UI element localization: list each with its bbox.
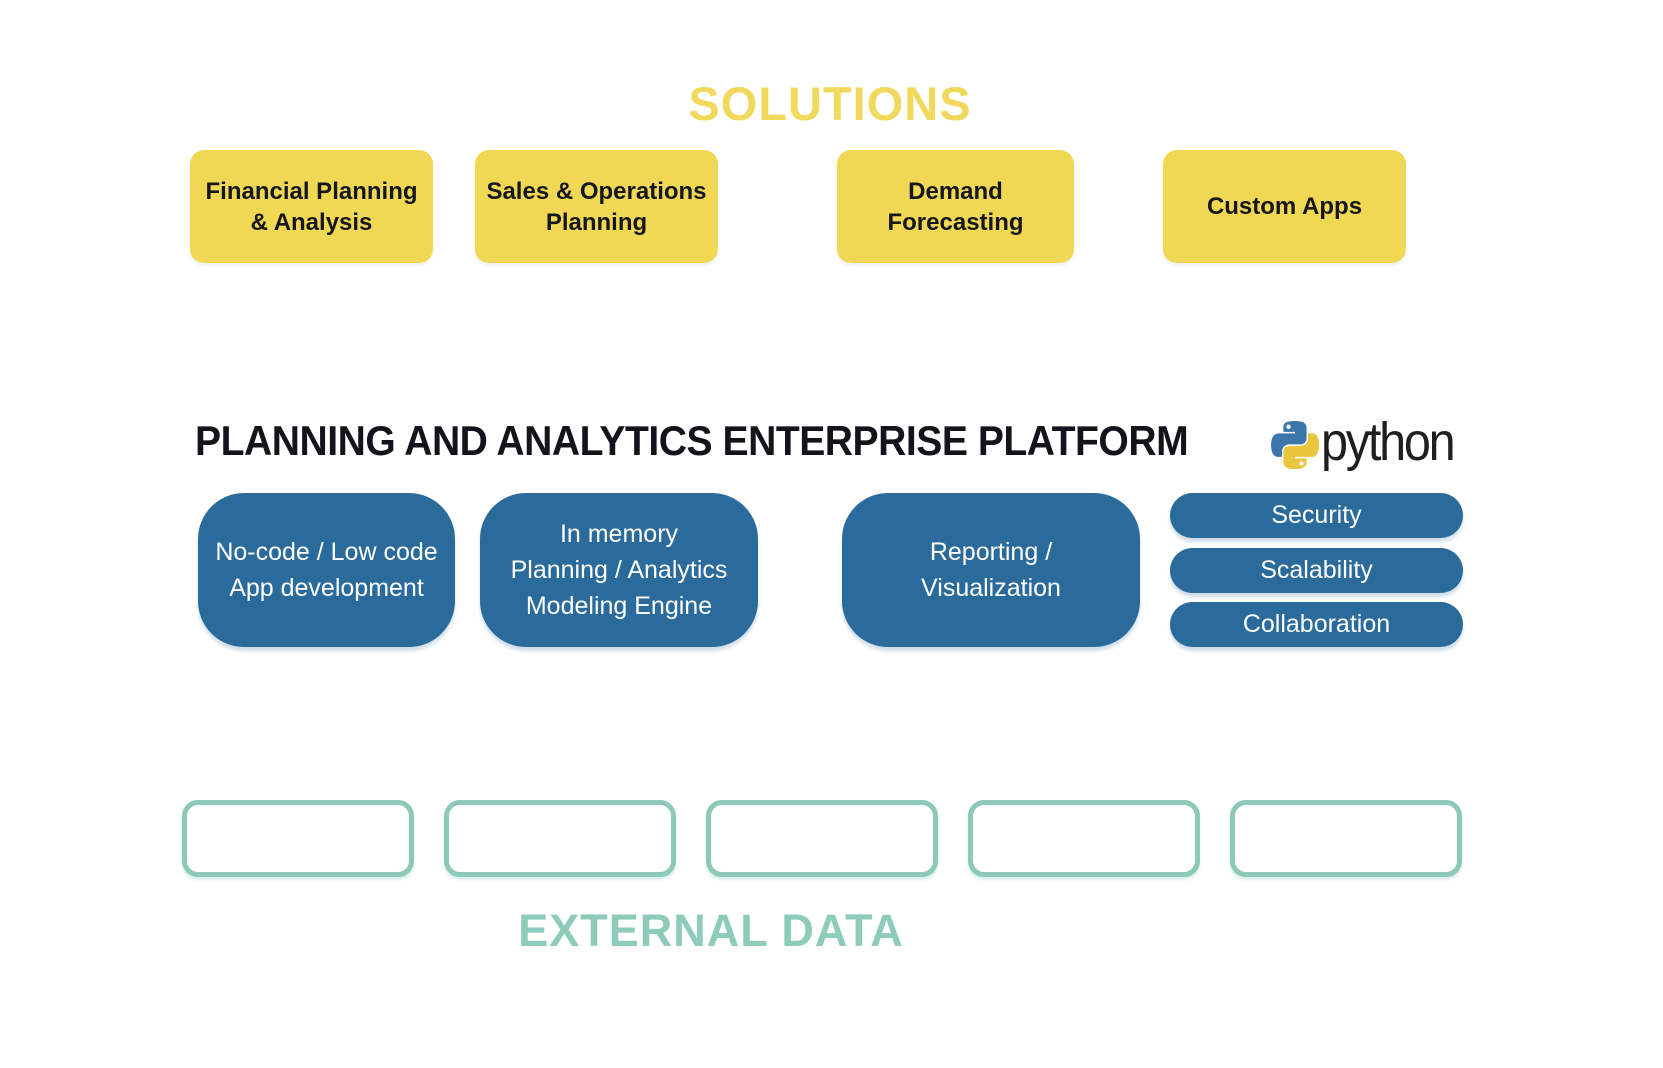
external-data-placeholder-box [968, 800, 1200, 877]
python-icon [1271, 421, 1319, 469]
platform-heading: PLANNING AND ANALYTICS ENTERPRISE PLATFO… [195, 415, 1295, 467]
external-data-placeholder-box [182, 800, 414, 877]
platform-heading-text: PLANNING AND ANALYTICS ENTERPRISE PLATFO… [195, 417, 1189, 464]
solution-box-demand-forecasting: Demand Forecasting [837, 150, 1074, 263]
solution-box-sales-operations-planning: Sales & Operations Planning [475, 150, 718, 263]
external-data-heading: EXTERNAL DATA [518, 905, 904, 956]
solutions-heading: SOLUTIONS [688, 77, 972, 130]
solution-box-financial-planning-analysis: Financial Planning & Analysis [190, 150, 433, 263]
capability-box-in-memory-engine: In memory Planning / Analytics Modeling … [480, 493, 758, 647]
pill-scalability: Scalability [1170, 548, 1463, 593]
pill-security: Security [1170, 493, 1463, 538]
external-data-placeholder-box [444, 800, 676, 877]
solution-box-custom-apps: Custom Apps [1163, 150, 1406, 263]
pill-collaboration: Collaboration [1170, 602, 1463, 647]
python-wordmark: python [1321, 412, 1456, 472]
external-data-placeholder-box [706, 800, 938, 877]
capability-box-reporting-visualization: Reporting / Visualization [842, 493, 1140, 647]
capability-box-no-code-low-code: No-code / Low code App development [198, 493, 455, 647]
external-data-placeholder-box [1230, 800, 1462, 877]
